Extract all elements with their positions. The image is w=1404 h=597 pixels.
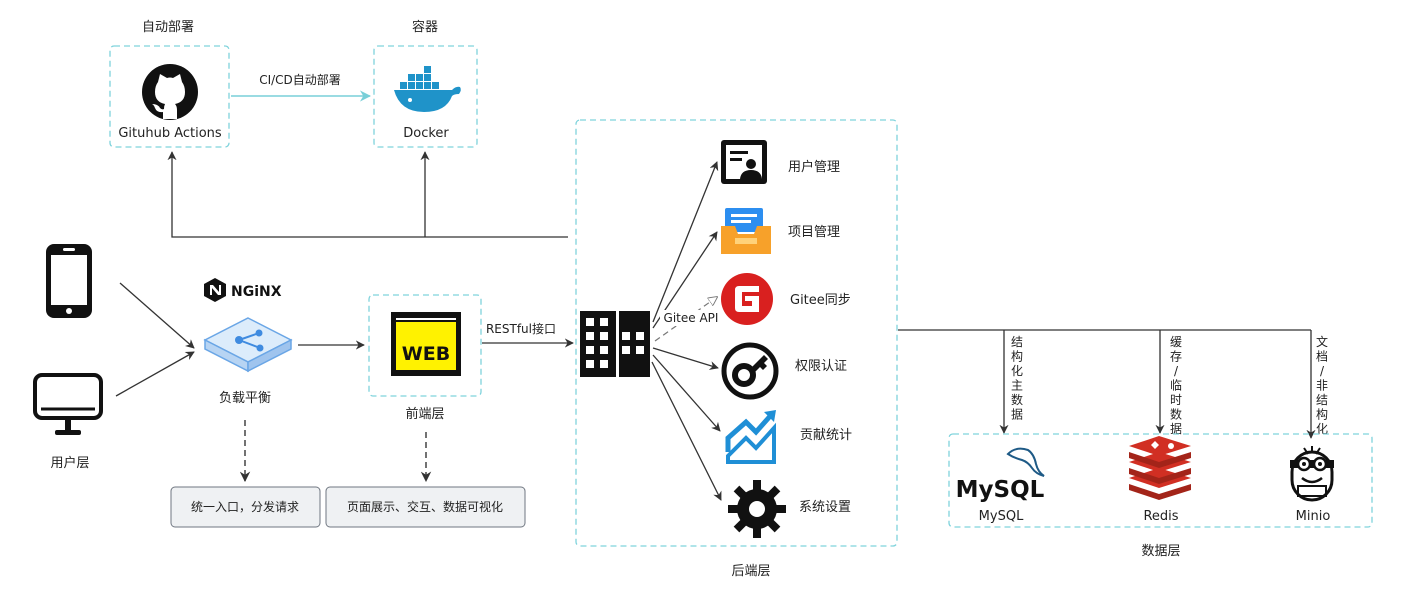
minio-mascot-icon: [1290, 446, 1334, 502]
link-label-structured: 结构化主数据: [1011, 335, 1023, 422]
module-label-stats: 贡献统计: [800, 428, 852, 443]
arrow-gitee-api: [654, 297, 717, 342]
docker-label: Docker: [403, 126, 449, 141]
cicd-label: CI/CD自动部署: [259, 72, 341, 87]
lb-note-text: 统一入口，分发请求: [191, 499, 299, 514]
project-inbox-icon: [721, 208, 771, 254]
github-label: Gituhub Actions: [118, 126, 222, 141]
load-balancer-icon: [203, 317, 293, 373]
data-layer-box: [948, 433, 1373, 528]
store-label-minio: Minio: [1296, 509, 1331, 524]
link-label-cache: 缓存/临时数据: [1170, 335, 1182, 436]
mysql-dolphin-icon: [1006, 447, 1045, 477]
module-label-gitee-sync: Gitee同步: [790, 293, 851, 308]
arrow-user-mgmt: [652, 161, 719, 323]
load-balance-label: 负载平衡: [219, 391, 271, 406]
backend-box: [575, 119, 898, 547]
module-label-user-mgmt: 用户管理: [788, 159, 840, 175]
smartphone-icon: [46, 244, 92, 318]
phone-to-lb-arrow: [119, 282, 195, 349]
mysql-logo-text: MySQL: [956, 477, 1045, 503]
module-label-settings: 系统设置: [799, 500, 851, 515]
web-badge-text: WEB: [402, 343, 450, 365]
auto-deploy-title: 自动部署: [142, 20, 194, 35]
frontend-note-box: [325, 486, 526, 528]
arrow-stats: [652, 354, 721, 432]
module-label-auth: 权限认证: [795, 358, 847, 374]
module-label-project-mgmt: 项目管理: [788, 225, 840, 240]
monitor-to-lb-arrow: [115, 351, 195, 397]
store-label-mysql: MySQL: [979, 509, 1024, 524]
user-layer-title: 用户层: [50, 455, 89, 471]
key-lock-icon: [721, 342, 779, 400]
nginx-logo: [204, 278, 226, 302]
gitee-api-label: Gitee API: [664, 311, 719, 325]
frontend-box: [368, 294, 482, 397]
gitee-logo-icon: [721, 273, 773, 325]
arrow-settings: [651, 361, 722, 501]
building-server-icon: [580, 311, 650, 377]
redis-cube-icon: [1129, 436, 1191, 500]
monitor-icon: [33, 373, 103, 435]
gitee-api-label-bg: [660, 310, 722, 326]
user-card-icon: [721, 140, 767, 184]
link-label-docs: 文档/非结构化: [1316, 334, 1328, 436]
store-label-redis: Redis: [1143, 509, 1178, 524]
github-actions-box: [109, 45, 230, 148]
restful-label: RESTful接口: [486, 321, 556, 336]
frontend-label: 前端层: [405, 406, 444, 422]
backend-label: 后端层: [731, 564, 770, 579]
web-icon: [391, 312, 461, 376]
lb-note-box: [170, 486, 321, 528]
gear-icon: [728, 480, 786, 538]
frontend-note-text: 页面展示、交互、数据可视化: [347, 499, 503, 514]
docker-whale-icon: [394, 66, 461, 112]
deploy-connector: [167, 151, 568, 238]
growth-chart-icon: [725, 410, 776, 464]
github-icon: [142, 64, 198, 120]
container-title: 容器: [412, 19, 438, 35]
data-layer-title: 数据层: [1141, 544, 1180, 559]
nginx-brand-label: NGiNX: [231, 284, 282, 300]
arrow-auth: [652, 347, 719, 370]
